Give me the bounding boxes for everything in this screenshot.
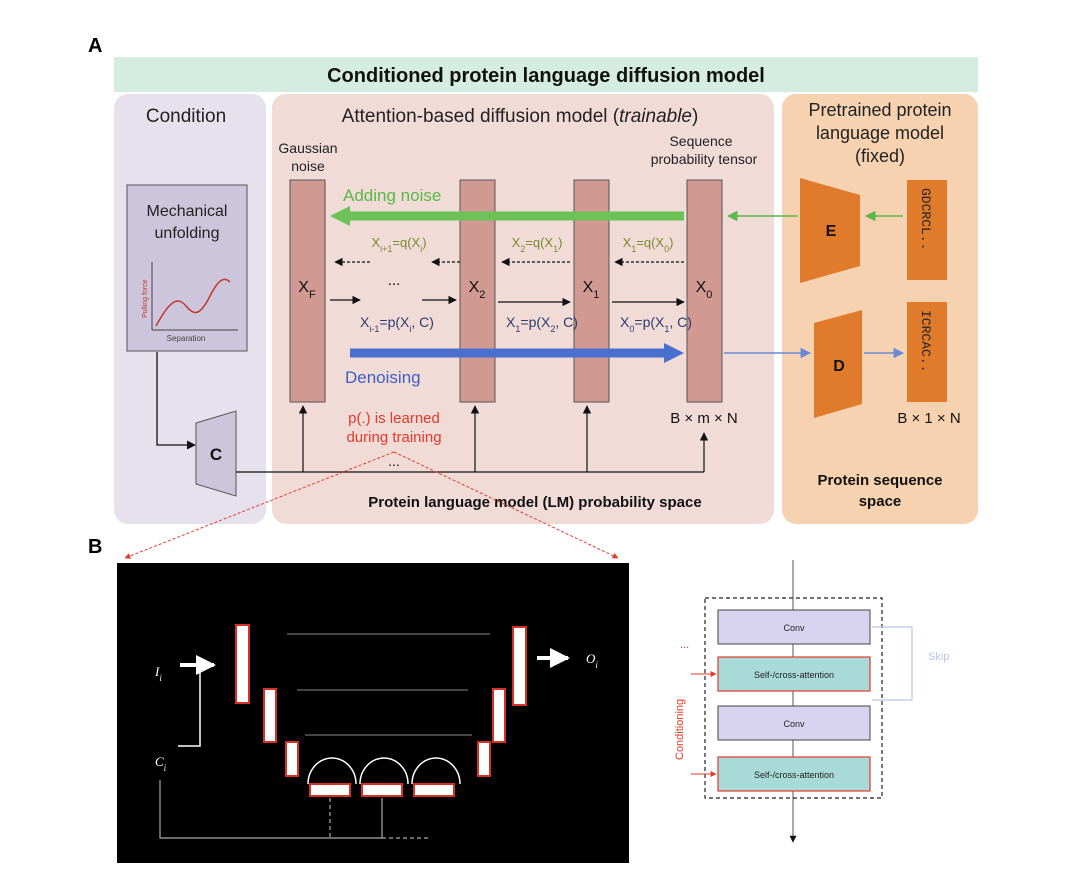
block-attn-1-label: Self-/cross-attention [754, 670, 834, 680]
block-attn-2 [717, 756, 871, 792]
zoom-line-right [393, 451, 619, 559]
condition-to-encoder-arrow [156, 352, 196, 450]
skip-label: Skip [928, 651, 949, 663]
reverse-label-x1: X1=p(X2, C) [506, 314, 578, 334]
denoising-arrowhead [664, 343, 684, 363]
mechanical-unfolding-box [126, 184, 248, 352]
seq-in-box [907, 180, 947, 280]
ellipsis-top: ... [388, 272, 401, 289]
block-conv-2-label: Conv [783, 719, 805, 729]
seq-in-text: GDCRCL.. [918, 188, 933, 250]
encoder-e-shape [800, 178, 860, 283]
seq-space-line2: space [859, 493, 902, 510]
unet-block-enc2 [263, 688, 277, 743]
banner [114, 57, 978, 92]
seq-out-box [907, 302, 947, 402]
diffusion-panel [272, 94, 774, 524]
block-conv-1 [717, 609, 871, 645]
panel-b-letter: B [88, 536, 102, 558]
pretrained-title-line3: (fixed) [855, 146, 905, 166]
column-xf [289, 179, 326, 403]
plot-ylabel: Pulling force [142, 279, 149, 318]
panel-a-letter: A [88, 35, 102, 57]
pretrained-title-line1: Pretrained protein [808, 100, 951, 120]
pretrained-title-line2: language model [816, 123, 944, 143]
banner-title: Conditioned protein language diffusion m… [327, 65, 765, 87]
unet-output-label: Oi [586, 651, 598, 670]
conditioning-dots: ... [680, 639, 689, 651]
unet-panel [117, 563, 629, 863]
encoder-e-label: E [826, 223, 837, 240]
dims-lm: B × m × N [670, 410, 738, 427]
unet-arc-3 [411, 757, 461, 785]
mechanical-unfolding-line1: Mechanical [147, 203, 228, 220]
unet-cond-label: Ci [155, 754, 167, 773]
decoder-d-label: D [833, 358, 845, 375]
dims-seq: B × 1 × N [897, 410, 960, 427]
block-attn-1 [717, 656, 871, 692]
forward-label-x1: X1=q(X0) [623, 235, 674, 254]
unet-block-dec2 [492, 688, 506, 743]
unet-bottleneck-2 [361, 783, 403, 797]
unet-cond-to-input [178, 670, 201, 747]
unet-block-enc3 [285, 741, 299, 777]
condition-title: Condition [146, 106, 226, 127]
adding-noise-arrowhead [330, 206, 350, 226]
reverse-label-xi: Xi-1=p(Xi, C) [360, 314, 434, 334]
unet-block-dec3 [477, 741, 491, 777]
diffusion-title: Attention-based diffusion model (trainab… [342, 106, 699, 127]
unet-block-dec1 [512, 626, 527, 706]
zoom-line-left [124, 451, 395, 559]
encoder-c-label: C [210, 445, 222, 464]
block-dashed-frame [704, 597, 883, 799]
unet-arc-1 [307, 757, 357, 785]
tensor-label-line2: probability tensor [651, 151, 758, 167]
learned-line1: p(.) is learned [348, 410, 440, 427]
skip-bracket [872, 626, 913, 701]
encoder-c-shape [195, 410, 237, 497]
forward-label-x2: X2=q(X1) [512, 235, 563, 254]
block-attn-2-label: Self-/cross-attention [754, 770, 834, 780]
conditioning-label: Conditioning [674, 699, 686, 760]
mechanical-unfolding-line2: unfolding [155, 225, 220, 242]
gaussian-noise-line1: Gaussian [278, 140, 337, 156]
lm-space-label: Protein language model (LM) probability … [368, 494, 701, 511]
unet-arc-2 [359, 757, 409, 785]
unet-input-label: Ii [154, 664, 162, 683]
unet-bottleneck-3 [413, 783, 455, 797]
reverse-label-x0: X0=p(X1, C) [620, 314, 692, 334]
block-conv-1-label: Conv [783, 623, 805, 633]
block-conv-2 [717, 705, 871, 741]
column-x0 [686, 179, 723, 403]
plot-xlabel: Separation [167, 334, 206, 343]
seq-space-line1: Protein sequence [817, 472, 942, 489]
seq-out-text: ICRCAC.. [918, 310, 933, 372]
unet-block-enc1 [235, 624, 250, 704]
unet-cond-bus [159, 780, 383, 839]
decoder-d-shape [814, 310, 862, 418]
tensor-label-line1: Sequence [669, 133, 732, 149]
unet-bottleneck-1 [309, 783, 351, 797]
denoising-label: Denoising [345, 368, 421, 387]
learned-line2: during training [346, 429, 441, 446]
adding-noise-label: Adding noise [343, 186, 441, 205]
gaussian-noise-line2: noise [291, 158, 325, 174]
force-curve-plot: Pulling force Separation [142, 262, 238, 343]
ellipsis-bottom: ... [388, 453, 400, 469]
